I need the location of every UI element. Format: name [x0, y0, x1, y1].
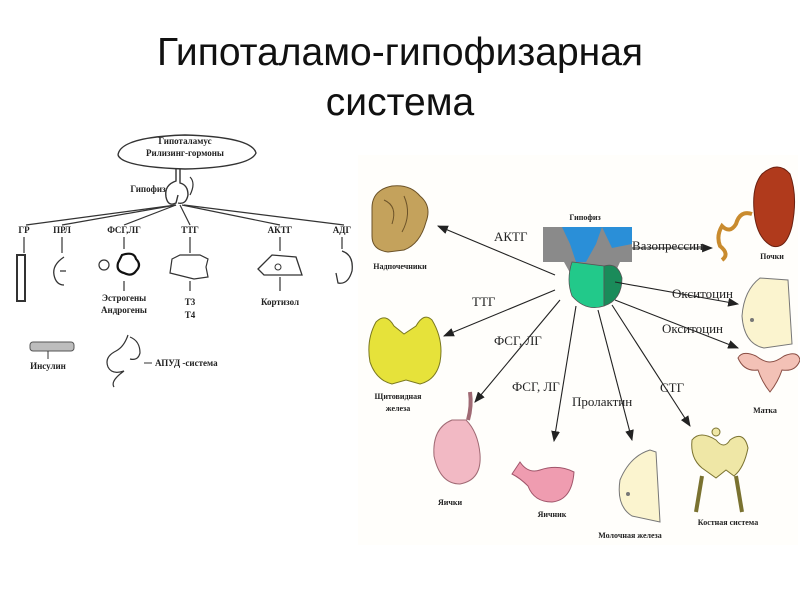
thyroid-drawing — [368, 316, 442, 385]
t3-label: Т3 — [185, 297, 196, 307]
arrow-label-fsg-1: ФСГ, ЛГ — [494, 333, 542, 348]
hypothalamus-outline — [117, 134, 257, 170]
pituitary-drawing — [543, 227, 632, 309]
hormone-actg: АКТГ — [268, 225, 293, 235]
hormone-branches — [25, 204, 345, 226]
releasing-hormones-label: Рилизинг-гормоны — [146, 148, 224, 158]
pelvis-drawing — [691, 434, 749, 479]
adrenal-drawing — [371, 185, 429, 253]
title-line-1: Гипоталамо-гипофизарная — [156, 31, 643, 74]
organ-ovary: Яичник — [538, 510, 567, 519]
nephron-drawing — [716, 211, 753, 262]
insulin-label: Инсулин — [30, 361, 66, 371]
arrow-label-oxytocin-1: Окситоцин — [672, 286, 733, 301]
organ-testes: Яички — [438, 498, 463, 507]
arrow-label-actg: АКТГ — [494, 229, 528, 244]
pituitary-gland — [177, 169, 189, 205]
organ-thyroid-2: железа — [386, 404, 411, 413]
breast-drawing-lower — [618, 449, 661, 523]
apud-label: АПУД -система — [155, 358, 218, 368]
ovary-drawing — [511, 461, 575, 503]
adrenal-icon — [257, 254, 303, 276]
bone-icon — [16, 254, 26, 302]
arrow-label-oxytocin-2: Окситоцин — [662, 321, 723, 336]
hormone-arrows — [436, 225, 740, 443]
left-schematic: Гипоталамус Рилизинг-гормоны Гипофиз ГР … — [16, 134, 353, 388]
kidney-icon — [335, 250, 353, 284]
hormone-adg: АДГ — [333, 225, 352, 235]
breast-drawing-upper — [741, 277, 793, 349]
breast-icon — [53, 256, 66, 286]
organ-uterus: Матка — [753, 406, 777, 415]
pituitary-stalk — [165, 169, 179, 205]
organ-kidneys: Почки — [760, 252, 784, 261]
pituitary-label: Гипофиз — [130, 184, 166, 194]
title-line-2: система — [325, 81, 475, 124]
organ-thyroid-1: Щитовидная — [375, 392, 423, 401]
arrow-label-fsg-2: ФСГ, ЛГ — [512, 379, 560, 394]
arrow-label-ttg: ТТГ — [472, 294, 496, 309]
gut-icon — [106, 334, 129, 388]
arrow-label-prolactin: Пролактин — [572, 394, 632, 409]
arrow-label-stg: СТГ — [660, 380, 685, 395]
cortisol-label: Кортизол — [261, 297, 299, 307]
ovary-icon — [98, 259, 110, 271]
testis-icon — [116, 252, 141, 276]
androgens-label: Андрогены — [101, 305, 147, 315]
estrogens-label: Эстрогены — [102, 293, 146, 303]
uterus-drawing — [737, 352, 800, 393]
pituitary-label-right: Гипофиз — [569, 213, 601, 222]
arrow-label-vasopressin: Вазопрессин — [632, 238, 703, 253]
t4-label: Т4 — [185, 310, 196, 320]
slide-title: Гипоталамо-гипофизарная система — [0, 28, 800, 128]
pancreas-icon — [29, 341, 75, 352]
hormone-ttg: ТТГ — [181, 225, 199, 235]
organ-mammary: Молочная железа — [598, 531, 662, 540]
testes-drawing — [433, 419, 481, 485]
hormone-fsg-lg: ФСГ,ЛГ — [107, 225, 141, 235]
organ-adrenal: Надпочечники — [373, 262, 427, 271]
hormone-prl: ПРЛ — [53, 225, 71, 235]
thyroid-icon — [169, 254, 209, 280]
organ-skeleton: Костная система — [698, 518, 758, 527]
kidney-drawing — [753, 166, 796, 248]
hypothalamus-label: Гипоталамус — [158, 136, 211, 146]
hormone-gr: ГР — [18, 225, 30, 235]
